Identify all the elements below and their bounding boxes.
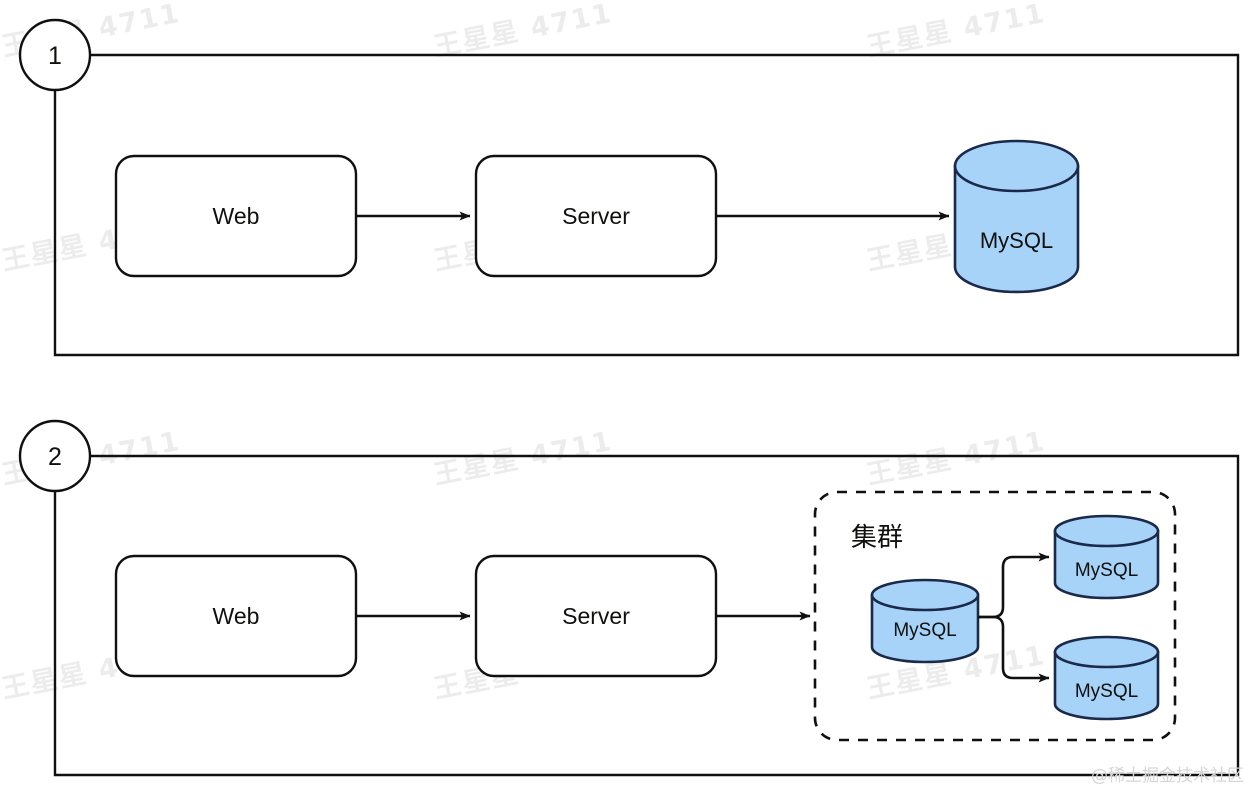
node-web-2-label: Web [213, 603, 260, 629]
step-circle-2 [18, 419, 92, 493]
arrow-master-to-replica-2 [978, 615, 1050, 683]
node-server-1[interactable]: Server [474, 154, 718, 278]
node-server-1-label: Server [562, 203, 630, 229]
step-number-1: 1 [48, 42, 62, 70]
node-mysql-replica-2[interactable]: MySQL [1053, 635, 1160, 721]
node-mysql-master-label: MySQL [893, 620, 956, 641]
section-2: 2 Web Server 集群 MySQL [18, 419, 1240, 777]
corner-watermark: @稀土掘金技术社区 [1091, 766, 1244, 786]
node-mysql-replica-2-label: MySQL [1075, 681, 1138, 702]
node-mysql-1-label: MySQL [980, 228, 1053, 253]
cluster-box: 集群 MySQL MySQL MySQL [813, 490, 1177, 742]
node-web-1[interactable]: Web [114, 154, 358, 278]
node-mysql-replica-1-label: MySQL [1075, 560, 1138, 581]
node-mysql-master[interactable]: MySQL [870, 578, 980, 664]
section-1-frame [53, 53, 1240, 357]
arrow-master-to-replica-1 [978, 552, 1050, 619]
node-server-2-label: Server [562, 603, 630, 629]
cluster-label: 集群 [851, 523, 903, 553]
section-2-frame [53, 454, 1240, 777]
node-web-1-label: Web [213, 203, 260, 229]
node-server-2[interactable]: Server [474, 554, 718, 678]
node-mysql-1[interactable]: MySQL [953, 139, 1080, 294]
node-web-2[interactable]: Web [114, 554, 358, 678]
step-number-2: 2 [48, 443, 62, 471]
step-circle-1 [18, 18, 92, 92]
node-mysql-replica-1[interactable]: MySQL [1053, 514, 1160, 600]
section-1: 1 Web Server MySQL [18, 18, 1240, 357]
